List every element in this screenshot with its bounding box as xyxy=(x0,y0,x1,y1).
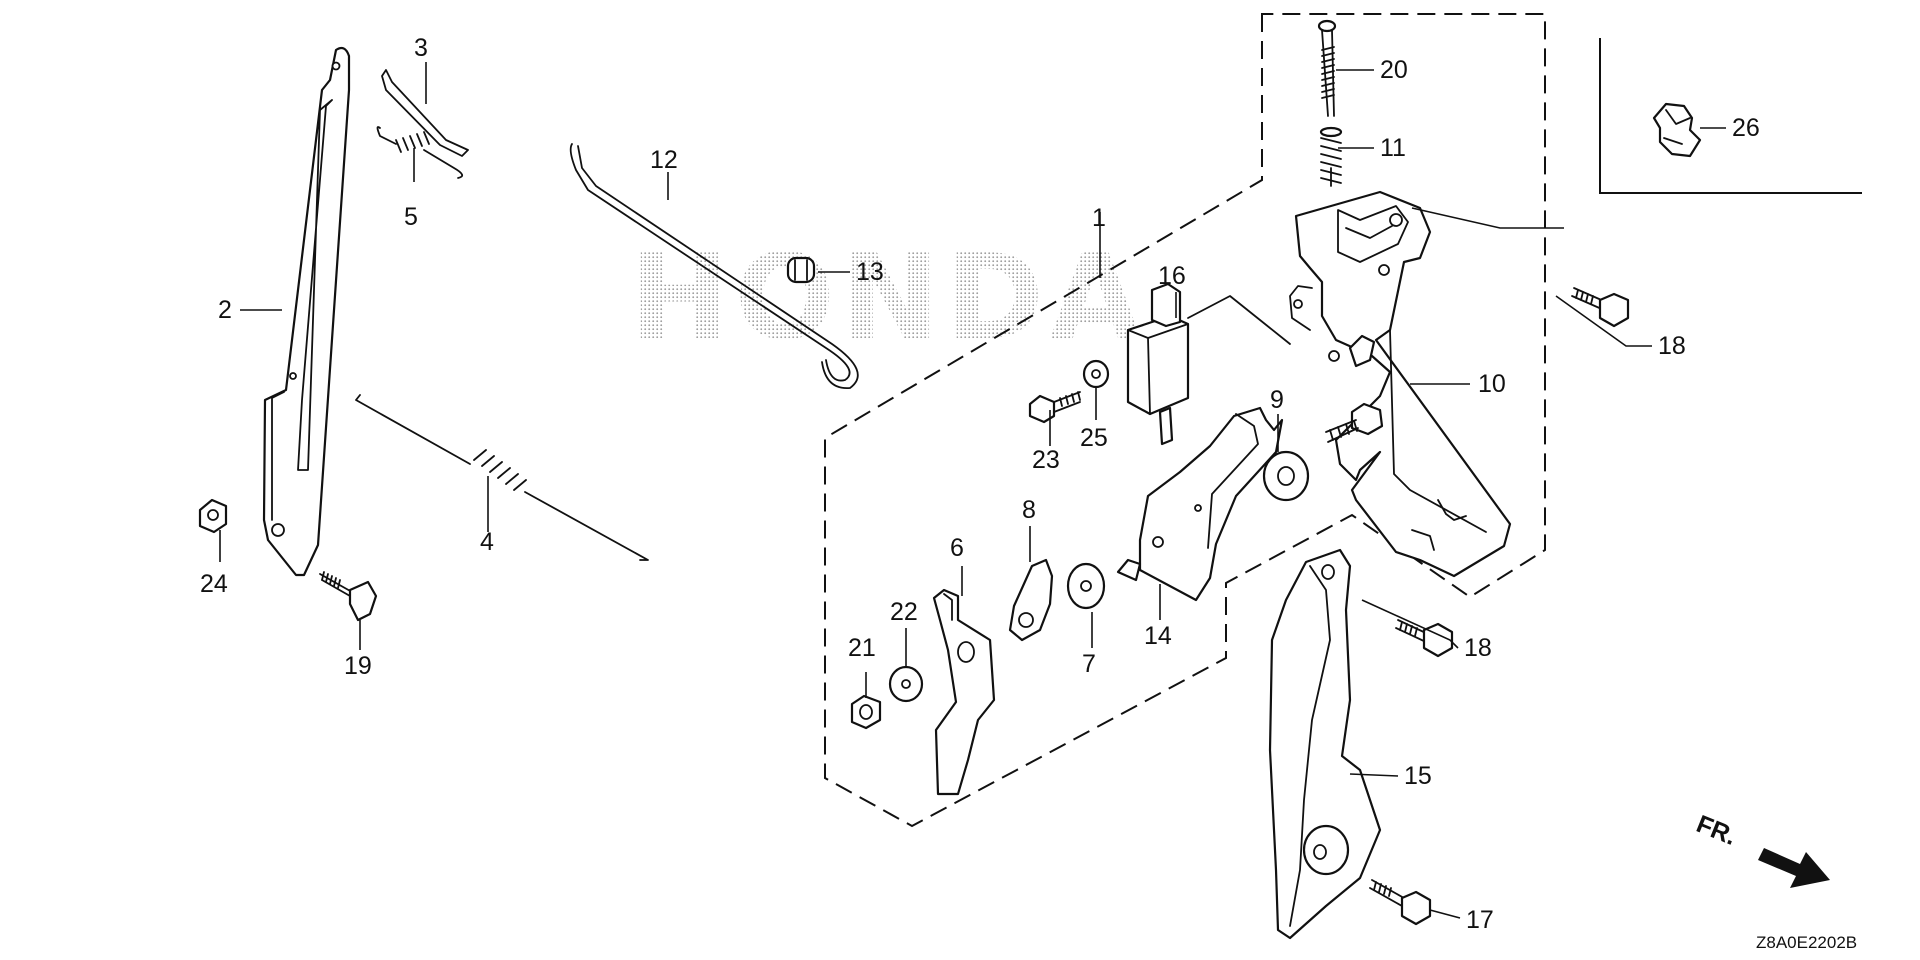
part-13-grommet xyxy=(786,256,816,284)
callout-19: 19 xyxy=(344,652,372,680)
part-18-bolt-upper xyxy=(1571,287,1630,328)
callout-10: 10 xyxy=(1478,370,1506,398)
part-9-bolt xyxy=(1262,402,1384,502)
callout-20: 20 xyxy=(1380,56,1408,84)
callout-18-upper: 18 xyxy=(1658,332,1686,360)
callout-17: 17 xyxy=(1466,906,1494,934)
callout-12: 12 xyxy=(650,146,678,174)
part-20-screw xyxy=(1317,19,1337,117)
part-18-bolt-lower xyxy=(1395,619,1454,658)
callout-18-lower: 18 xyxy=(1464,634,1492,662)
part-4-rod xyxy=(355,394,649,561)
callout-13: 13 xyxy=(856,258,884,286)
callout-26: 26 xyxy=(1732,114,1760,142)
callout-14: 14 xyxy=(1144,622,1172,650)
leader-lines xyxy=(219,62,1726,919)
part-23-bolt xyxy=(1028,391,1081,424)
callout-6: 6 xyxy=(950,534,964,562)
callout-22: 22 xyxy=(890,598,918,626)
part-12-wire xyxy=(569,143,859,389)
part-8-link xyxy=(1008,558,1054,642)
callouts: 1 2 3 4 5 6 7 8 9 10 11 12 13 14 15 16 1… xyxy=(200,34,1760,934)
part-3-clip xyxy=(381,69,469,157)
part-11-spring xyxy=(1319,126,1343,187)
part-5-spring xyxy=(376,126,464,179)
callout-4: 4 xyxy=(480,528,494,556)
part-10-bracket xyxy=(1289,190,1512,578)
part-15-cover xyxy=(1268,548,1382,940)
part-14-lever-plate xyxy=(1116,406,1284,602)
callout-1: 1 xyxy=(1092,204,1106,232)
callout-3: 3 xyxy=(414,34,428,62)
part-17-bolt xyxy=(1369,879,1432,926)
callout-24: 24 xyxy=(200,570,228,598)
callout-2: 2 xyxy=(218,296,232,324)
callout-21: 21 xyxy=(848,634,876,662)
callout-8: 8 xyxy=(1022,496,1036,524)
callout-25: 25 xyxy=(1080,424,1108,452)
drawing-code: Z8A0E2202B xyxy=(1756,933,1857,952)
callout-23: 23 xyxy=(1032,446,1060,474)
callout-16: 16 xyxy=(1158,262,1186,290)
callout-11: 11 xyxy=(1380,134,1406,162)
part-22-washer xyxy=(888,665,924,703)
callout-5: 5 xyxy=(404,203,418,231)
assembly-boundary-dashed xyxy=(824,13,1546,828)
callout-7: 7 xyxy=(1082,650,1096,678)
front-arrow-icon xyxy=(1758,848,1830,888)
part-21-nut xyxy=(850,694,882,730)
front-direction-indicator: FR. xyxy=(1693,810,1830,888)
part-24-nut xyxy=(198,498,228,534)
inset-frame-part-26 xyxy=(1599,38,1862,194)
callout-9: 9 xyxy=(1270,386,1284,414)
svg-text:FR.: FR. xyxy=(1693,810,1741,851)
callout-15: 15 xyxy=(1404,762,1432,790)
part-6-lever xyxy=(932,588,996,796)
part-2-lever xyxy=(262,46,351,577)
part-19-bolt xyxy=(319,571,378,622)
honda-watermark: HONDA xyxy=(630,228,1147,366)
part-16-switch xyxy=(1126,282,1291,446)
part-26-clip xyxy=(1652,102,1702,158)
part-25-washer xyxy=(1082,359,1110,389)
part-7-washer xyxy=(1066,562,1106,610)
